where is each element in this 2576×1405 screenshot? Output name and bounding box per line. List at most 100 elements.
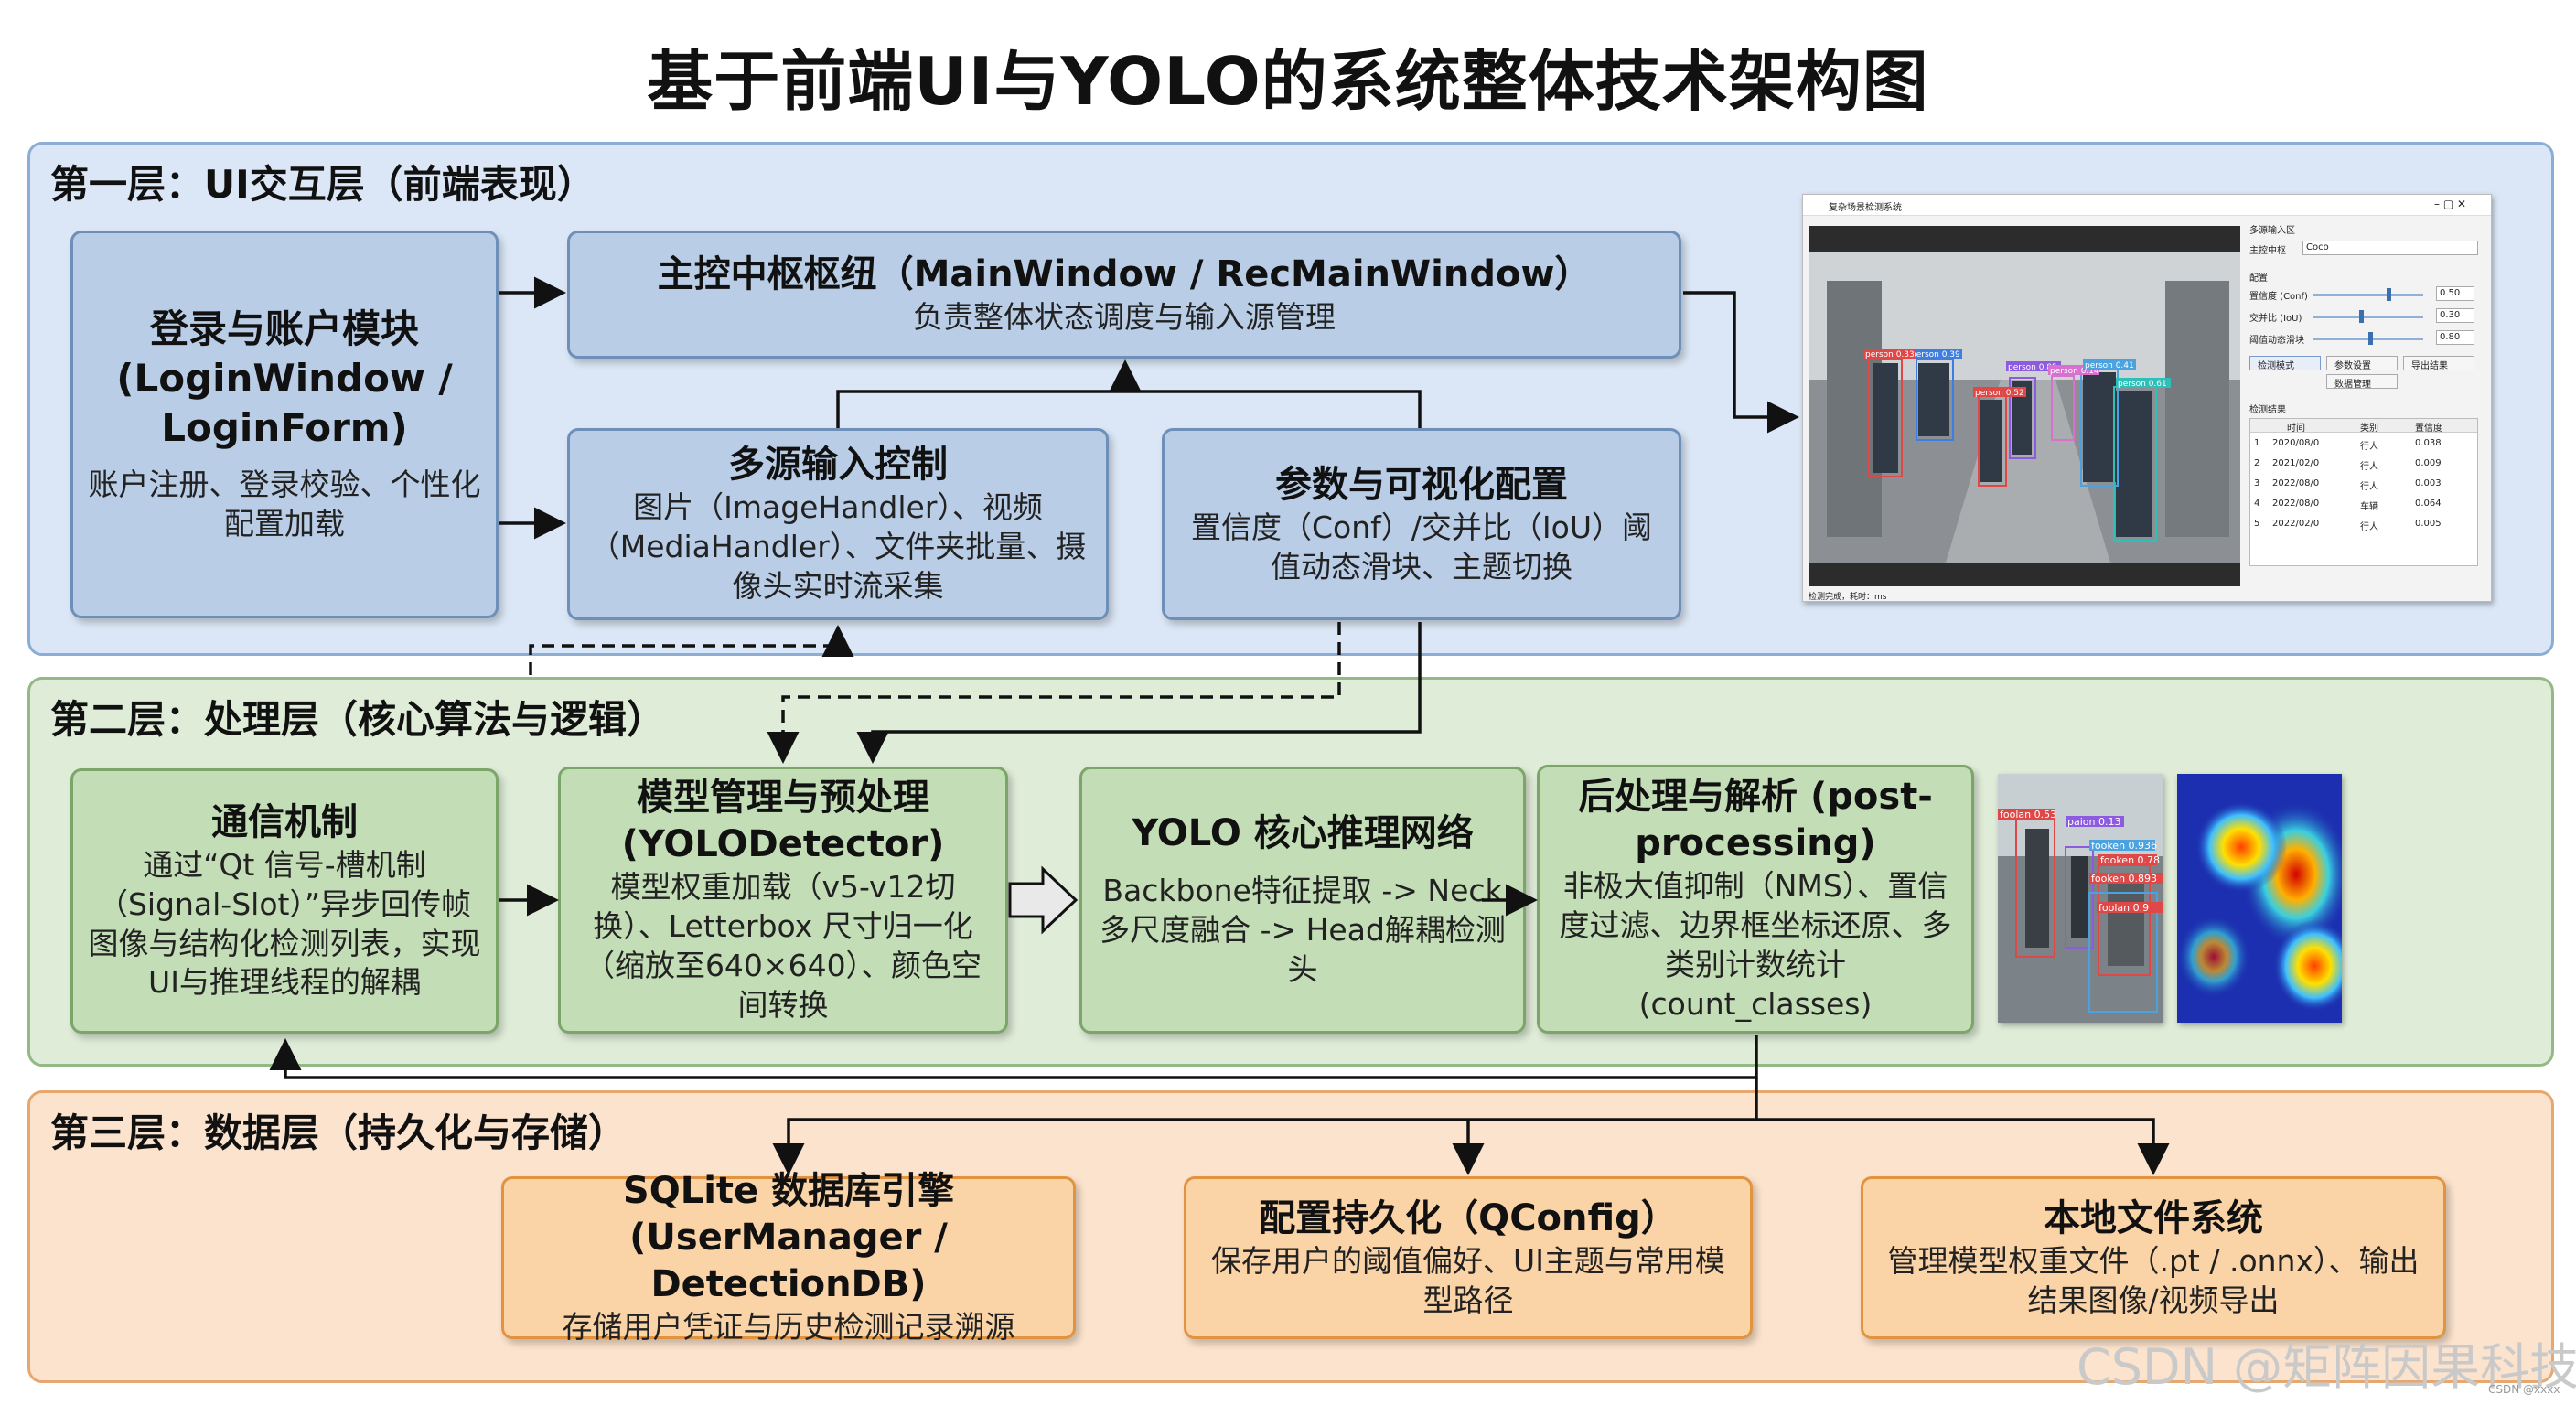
det-label-7: person 0.33	[1865, 350, 1915, 359]
model-preprocess-box: 模型管理与预处理 (YOLODetector) 模型权重加载（v5-v12切换）…	[558, 767, 1008, 1034]
det-label-6: person 0.61	[2118, 380, 2167, 389]
app-screenshot: 复杂场景检测系统 – ▢ ✕	[1802, 194, 2492, 602]
input-control-title: 多源输入控制	[728, 444, 948, 487]
config-persist-title: 配置持久化（QConfig）	[1259, 1196, 1678, 1239]
local-fs-desc: 管理模型权重文件（.pt / .onnx）、输出结果图像/视频导出	[1887, 1242, 2420, 1318]
iou-value-box[interactable]: 0.30	[2436, 308, 2474, 323]
conf-slider[interactable]	[2313, 294, 2423, 296]
app-window-title: 复杂场景检测系统	[1829, 203, 1902, 213]
model-preprocess-desc: 模型权重加载（v5-v12切换）、Letterbox 尺寸归一化（缩放至640×…	[584, 869, 982, 1024]
conf-value-box[interactable]: 0.50	[2436, 286, 2474, 301]
app-titlebar: 复杂场景检测系统 – ▢ ✕	[1803, 195, 2491, 216]
arrow-param-to-model-dashed	[767, 622, 1341, 764]
layer-data-title: 第三层：数据层（持久化与存储）	[50, 1110, 628, 1155]
param-config-title: 参数与可视化配置	[1275, 463, 1568, 506]
layer-processing-title: 第二层：处理层（核心算法与逻辑）	[50, 697, 666, 742]
detection-photo-scene: foolan 0.53 paion 0.13 fooken 0.936 fook…	[1998, 774, 2163, 1023]
photo-label-1: foolan 0.53	[2000, 809, 2056, 820]
photo-label-3: fooken 0.936	[2091, 840, 2157, 852]
communication-box: 通信机制 通过“Qt 信号-槽机制（Signal-Slot）”异步回传帧图像与结…	[70, 768, 499, 1034]
model-select[interactable]: Coco	[2302, 241, 2478, 255]
arrow-model-to-yolo	[1008, 865, 1079, 935]
local-fs-box: 本地文件系统 管理模型权重文件（.pt / .onnx）、输出结果图像/视频导出	[1861, 1176, 2446, 1339]
model-preprocess-title: 模型管理与预处理 (YOLODetector)	[621, 777, 945, 866]
input-control-box: 多源输入控制 图片（ImageHandler）、视频（MediaHandler）…	[567, 428, 1109, 620]
local-fs-title: 本地文件系统	[2044, 1196, 2263, 1239]
input-control-desc: 图片（ImageHandler）、视频（MediaHandler）、文件夹批量、…	[589, 489, 1087, 605]
config-persist-box: 配置持久化（QConfig） 保存用户的阈值偏好、UI主题与常用模型路径	[1184, 1176, 1753, 1339]
conf-slider-handle[interactable]	[2387, 288, 2391, 301]
thresh-slider-handle[interactable]	[2368, 332, 2373, 345]
heatmap-image	[2177, 774, 2342, 1023]
iou-label: 交并比 (IoU)	[2249, 314, 2302, 324]
det-label-1: person 0.85	[2008, 363, 2057, 372]
app-status-bar: 检测完成，耗时：ms	[1809, 593, 1887, 602]
conf-label: 置信度 (Conf)	[2249, 292, 2308, 302]
iou-slider-handle[interactable]	[2359, 310, 2364, 323]
param-config-desc: 置信度（Conf）/交并比（IoU）阈值动态滑块、主题切换	[1191, 509, 1652, 585]
panel-title: 多源输入区	[2249, 226, 2295, 236]
thresh-label: 阈值动态滑块	[2249, 336, 2304, 346]
arrow-param-to-model	[856, 622, 1422, 764]
config-title: 配置	[2249, 273, 2268, 284]
main-window-box: 主控中枢枢纽（MainWindow / RecMainWindow） 负责整体状…	[567, 231, 1681, 359]
yolo-network-desc: Backbone特征提取 -> Neck多尺度融合 -> Head解耦检测头	[1100, 873, 1506, 988]
login-module-desc: 账户注册、登录校验、个性化配置加载	[88, 466, 481, 542]
login-module-title: 登录与账户模块 (LoginWindow / LoginForm)	[116, 306, 453, 450]
param-config-box: 参数与可视化配置 置信度（Conf）/交并比（IoU）阈值动态滑块、主题切换	[1162, 428, 1681, 620]
main-window-title: 主控中枢枢纽（MainWindow / RecMainWindow）	[657, 252, 1592, 295]
photo-label-6: foolan 0.9	[2098, 902, 2149, 914]
watermark: CSDN @矩阵因果科技	[2077, 1338, 2576, 1396]
model-label: 主控中枢	[2249, 246, 2286, 256]
det-label-3: person 0.52	[1975, 389, 2024, 398]
yolo-network-box: YOLO 核心推理网络 Backbone特征提取 -> Neck多尺度融合 ->…	[1079, 767, 1526, 1034]
sqlite-desc: 存储用户凭证与历史检测记录溯源	[562, 1309, 1015, 1346]
thresh-value-box[interactable]: 0.80	[2436, 330, 2474, 345]
result-table-header: 时间 类别 置信度	[2250, 419, 2477, 434]
communication-desc: 通过“Qt 信号-槽机制（Signal-Slot）”异步回传帧图像与结构化检测列…	[88, 846, 481, 1001]
photo-label-2: paion 0.13	[2067, 816, 2120, 828]
layer-ui-title: 第一层：UI交互层（前端表现）	[50, 162, 596, 207]
yolo-network-title: YOLO 核心推理网络	[1132, 812, 1474, 855]
arrow-to-sqlite	[772, 1078, 1758, 1175]
arrow-input-param-merge	[836, 390, 1422, 428]
arrow-feedback-to-input	[529, 625, 854, 675]
communication-title: 通信机制	[211, 800, 358, 843]
main-window-desc: 负责整体状态调度与输入源管理	[913, 299, 1336, 336]
det-label-5: person 0.41	[2085, 361, 2134, 370]
photo-label-5: fooken 0.893	[2091, 873, 2157, 885]
app-side-panel: 多源输入区 主控中枢 Coco 配置 置信度 (Conf) 0.50 交并比 (…	[2249, 222, 2485, 588]
window-controls-icon[interactable]: – ▢ ✕	[2434, 198, 2467, 210]
det-label-2: person 0.39	[1911, 350, 1960, 359]
arrow-to-fs	[1756, 1118, 2170, 1175]
post-processing-title: 后处理与解析 (post-processing)	[1578, 776, 1933, 865]
page-title: 基于前端UI与YOLO的系统整体技术架构图	[647, 43, 1929, 120]
config-persist-desc: 保存用户的阈值偏好、UI主题与常用模型路径	[1211, 1242, 1725, 1318]
param-settings-button[interactable]: 参数设置	[2326, 356, 2398, 371]
iou-slider[interactable]	[2313, 316, 2423, 318]
video-frame-scene: person 0.85 person 0.39 person 0.52 pers…	[1809, 252, 2240, 563]
post-processing-desc: 非极大值抑制（NMS）、置信度过滤、边界框坐标还原、多类别计数统计 (count…	[1559, 868, 1952, 1023]
det-label-4: person 0.14	[2050, 367, 2099, 376]
detection-photo: foolan 0.53 paion 0.13 fooken 0.936 fook…	[1998, 774, 2163, 1023]
watermark-small: CSDN @xxxx	[2488, 1383, 2560, 1396]
sqlite-box: SQLite 数据库引擎 (UserManager / DetectionDB)…	[501, 1170, 1076, 1345]
detect-mode-button[interactable]: 检测模式	[2249, 356, 2321, 371]
export-button[interactable]: 导出结果	[2403, 356, 2474, 371]
post-processing-box: 后处理与解析 (post-processing) 非极大值抑制（NMS）、置信度…	[1537, 765, 1974, 1034]
sqlite-title: SQLite 数据库引擎 (UserManager / DetectionDB)	[622, 1169, 955, 1306]
table-title: 检测结果	[2249, 405, 2286, 415]
video-frame: person 0.85 person 0.39 person 0.52 pers…	[1809, 226, 2240, 586]
data-manage-button[interactable]: 数据管理	[2326, 374, 2398, 390]
arrow-main-to-screenshot	[1683, 291, 1799, 434]
heatmap-scene	[2177, 801, 2342, 1012]
photo-label-4: fooken 0.78	[2100, 854, 2160, 866]
login-module-box: 登录与账户模块 (LoginWindow / LoginForm) 账户注册、登…	[70, 231, 499, 618]
